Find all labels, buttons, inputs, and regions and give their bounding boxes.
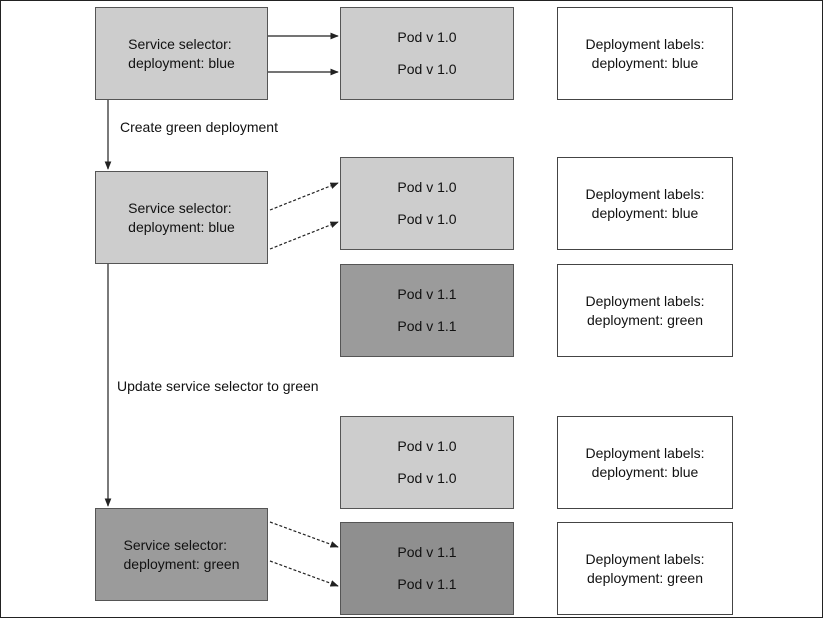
pod-label: Pod v 1.0: [397, 210, 457, 227]
step-update-service-selector: Update service selector to green: [117, 378, 319, 394]
service-selector-title: Service selector:: [128, 35, 232, 52]
service-selector-title: Service selector:: [123, 536, 227, 553]
service-selector-value: deployment: blue: [128, 54, 235, 71]
pod-group-blue-stage1: Pod v 1.0 Pod v 1.0: [340, 7, 514, 100]
deployment-labels-value: deployment: green: [587, 569, 703, 586]
service-selector-value: deployment: blue: [128, 218, 235, 235]
deployment-labels-value: deployment: blue: [591, 463, 699, 480]
deployment-labels-green-stage3: Deployment labels: deployment: green: [557, 522, 733, 615]
deployment-labels-value: deployment: green: [587, 311, 703, 328]
service-selector-box-stage3: Service selector: deployment: green: [95, 508, 268, 601]
service-selector-value: deployment: green: [123, 555, 240, 572]
deployment-labels-title: Deployment labels:: [585, 185, 705, 202]
service-selector-box-stage1: Service selector: deployment: blue: [95, 7, 268, 100]
deployment-labels-title: Deployment labels:: [585, 292, 705, 309]
arrow-service-to-pod-stage3-a: [269, 521, 339, 548]
pod-group-blue-stage2: Pod v 1.0 Pod v 1.0: [340, 157, 514, 250]
deployment-labels-title: Deployment labels:: [585, 444, 705, 461]
pod-label: Pod v 1.0: [397, 438, 457, 455]
pod-group-green-stage2: Pod v 1.1 Pod v 1.1: [340, 264, 514, 357]
deployment-labels-green-stage2: Deployment labels: deployment: green: [557, 264, 733, 357]
deployment-labels-value: deployment: blue: [591, 204, 699, 221]
pod-label: Pod v 1.0: [397, 469, 457, 486]
pod-label: Pod v 1.0: [397, 60, 457, 77]
arrow-service-to-pod-stage2-a: [269, 182, 339, 211]
service-selector-title: Service selector:: [128, 199, 232, 216]
pod-label: Pod v 1.1: [397, 286, 457, 303]
deployment-labels-title: Deployment labels:: [585, 35, 705, 52]
pod-label: Pod v 1.0: [397, 29, 457, 46]
pod-label: Pod v 1.0: [397, 179, 457, 196]
pod-group-green-stage3: Pod v 1.1 Pod v 1.1: [340, 522, 514, 615]
pod-label: Pod v 1.1: [397, 317, 457, 334]
service-selector-box-stage2: Service selector: deployment: blue: [95, 171, 268, 264]
arrow-service-to-pod-stage3-b: [269, 560, 339, 587]
arrow-service-to-pod-stage2-b: [269, 221, 339, 250]
deployment-labels-blue-stage3: Deployment labels: deployment: blue: [557, 416, 733, 509]
pod-label: Pod v 1.1: [397, 575, 457, 592]
deployment-labels-title: Deployment labels:: [585, 550, 705, 567]
pod-label: Pod v 1.1: [397, 544, 457, 561]
step-create-green-deployment: Create green deployment: [120, 119, 278, 135]
deployment-labels-blue-stage2: Deployment labels: deployment: blue: [557, 157, 733, 250]
pod-group-blue-stage3: Pod v 1.0 Pod v 1.0: [340, 416, 514, 509]
deployment-labels-value: deployment: blue: [591, 54, 699, 71]
deployment-labels-blue-stage1: Deployment labels: deployment: blue: [557, 7, 733, 100]
